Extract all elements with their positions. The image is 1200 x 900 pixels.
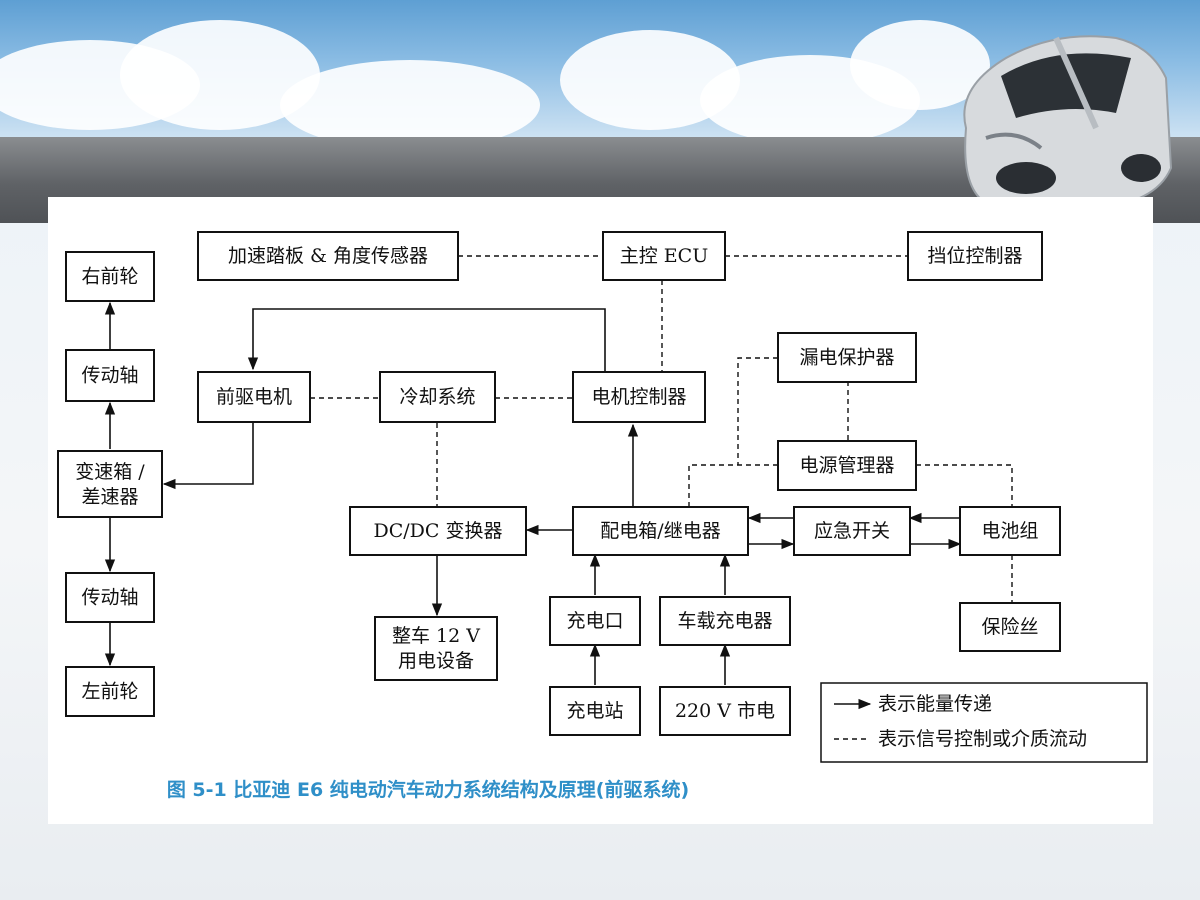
- node-label: 电池组: [981, 520, 1038, 542]
- legend-solid-label: 表示能量传递: [878, 693, 992, 715]
- signal-manager-to-battery: [916, 464, 1013, 507]
- legend: 表示能量传递 表示信号控制或介质流动: [820, 682, 1148, 763]
- node-front-motor: 前驱电机: [197, 371, 311, 423]
- node-label: 左前轮: [81, 681, 138, 703]
- node-mains-220v: 220 V 市电: [659, 686, 791, 736]
- node-accel-pedal-sensor: 加速踏板 & 角度传感器: [197, 231, 459, 281]
- node-main-ecu: 主控 ECU: [602, 231, 726, 281]
- node-label: 电源管理器: [799, 455, 894, 477]
- node-label: 前驱电机: [216, 386, 292, 408]
- node-gear-controller: 挡位控制器: [907, 231, 1043, 281]
- legend-dashed-label: 表示信号控制或介质流动: [878, 728, 1087, 750]
- node-label-line1: 整车 12 V: [392, 625, 480, 647]
- node-label: 加速踏板 & 角度传感器: [228, 245, 428, 267]
- node-label: 220 V 市电: [675, 700, 775, 722]
- car-photo: [963, 35, 1173, 210]
- node-gearbox-differential: 变速箱 / 差速器: [57, 450, 163, 518]
- arrow-controller-to-motor: [247, 308, 606, 372]
- node-distribution-box: 配电箱/继电器: [572, 506, 749, 556]
- node-fuse: 保险丝: [959, 602, 1061, 652]
- node-label: 保险丝: [981, 616, 1038, 638]
- node-battery-pack: 电池组: [959, 506, 1061, 556]
- node-left-front-wheel: 左前轮: [65, 666, 155, 717]
- node-leakage-protector: 漏电保护器: [777, 332, 917, 383]
- signal-protector-loop: [737, 357, 778, 465]
- node-label: 配电箱/继电器: [600, 520, 720, 542]
- figure-caption: 图 5-1 比亚迪 E6 纯电动汽车动力系统结构及原理(前驱系统): [166, 779, 690, 801]
- node-emergency-switch: 应急开关: [793, 506, 911, 556]
- node-label: 右前轮: [81, 266, 138, 288]
- node-power-manager: 电源管理器: [777, 440, 917, 491]
- node-label-line1: 变速箱 /: [75, 461, 145, 483]
- node-label: 漏电保护器: [799, 347, 894, 369]
- node-label: 充电站: [566, 700, 623, 722]
- node-drive-shaft-bottom: 传动轴: [65, 572, 155, 623]
- node-label: 挡位控制器: [927, 245, 1022, 267]
- node-label: DC/DC 变换器: [374, 520, 503, 542]
- node-charging-station: 充电站: [549, 686, 641, 736]
- node-label: 传动轴: [81, 587, 138, 609]
- node-label-line2: 差速器: [81, 486, 138, 508]
- node-label: 充电口: [566, 610, 623, 632]
- node-motor-controller: 电机控制器: [572, 371, 706, 423]
- node-label: 车载充电器: [677, 610, 772, 632]
- node-onboard-charger: 车载充电器: [659, 596, 791, 646]
- node-label: 电机控制器: [591, 386, 686, 408]
- sky-background: [0, 0, 1200, 140]
- node-cooling-system: 冷却系统: [379, 371, 496, 423]
- node-vehicle-12v-devices: 整车 12 V 用电设备: [374, 616, 498, 681]
- node-label: 主控 ECU: [620, 245, 708, 267]
- signal-manager-to-distribution: [688, 464, 778, 507]
- node-right-front-wheel: 右前轮: [65, 251, 155, 302]
- node-label: 传动轴: [81, 365, 138, 387]
- node-drive-shaft-top: 传动轴: [65, 349, 155, 402]
- node-dcdc-converter: DC/DC 变换器: [349, 506, 527, 556]
- node-charging-port: 充电口: [549, 596, 641, 646]
- node-label: 冷却系统: [399, 386, 475, 408]
- arrow-motor-to-gearbox: [162, 422, 254, 490]
- diagram-panel: 右前轮 传动轴 变速箱 / 差速器 传动轴 左前轮 加速踏板 & 角度传感器 主…: [48, 197, 1153, 824]
- node-label-line2: 用电设备: [398, 650, 474, 672]
- node-label: 应急开关: [814, 520, 890, 542]
- powertrain-diagram: 右前轮 传动轴 变速箱 / 差速器 传动轴 左前轮 加速踏板 & 角度传感器 主…: [57, 231, 1148, 763]
